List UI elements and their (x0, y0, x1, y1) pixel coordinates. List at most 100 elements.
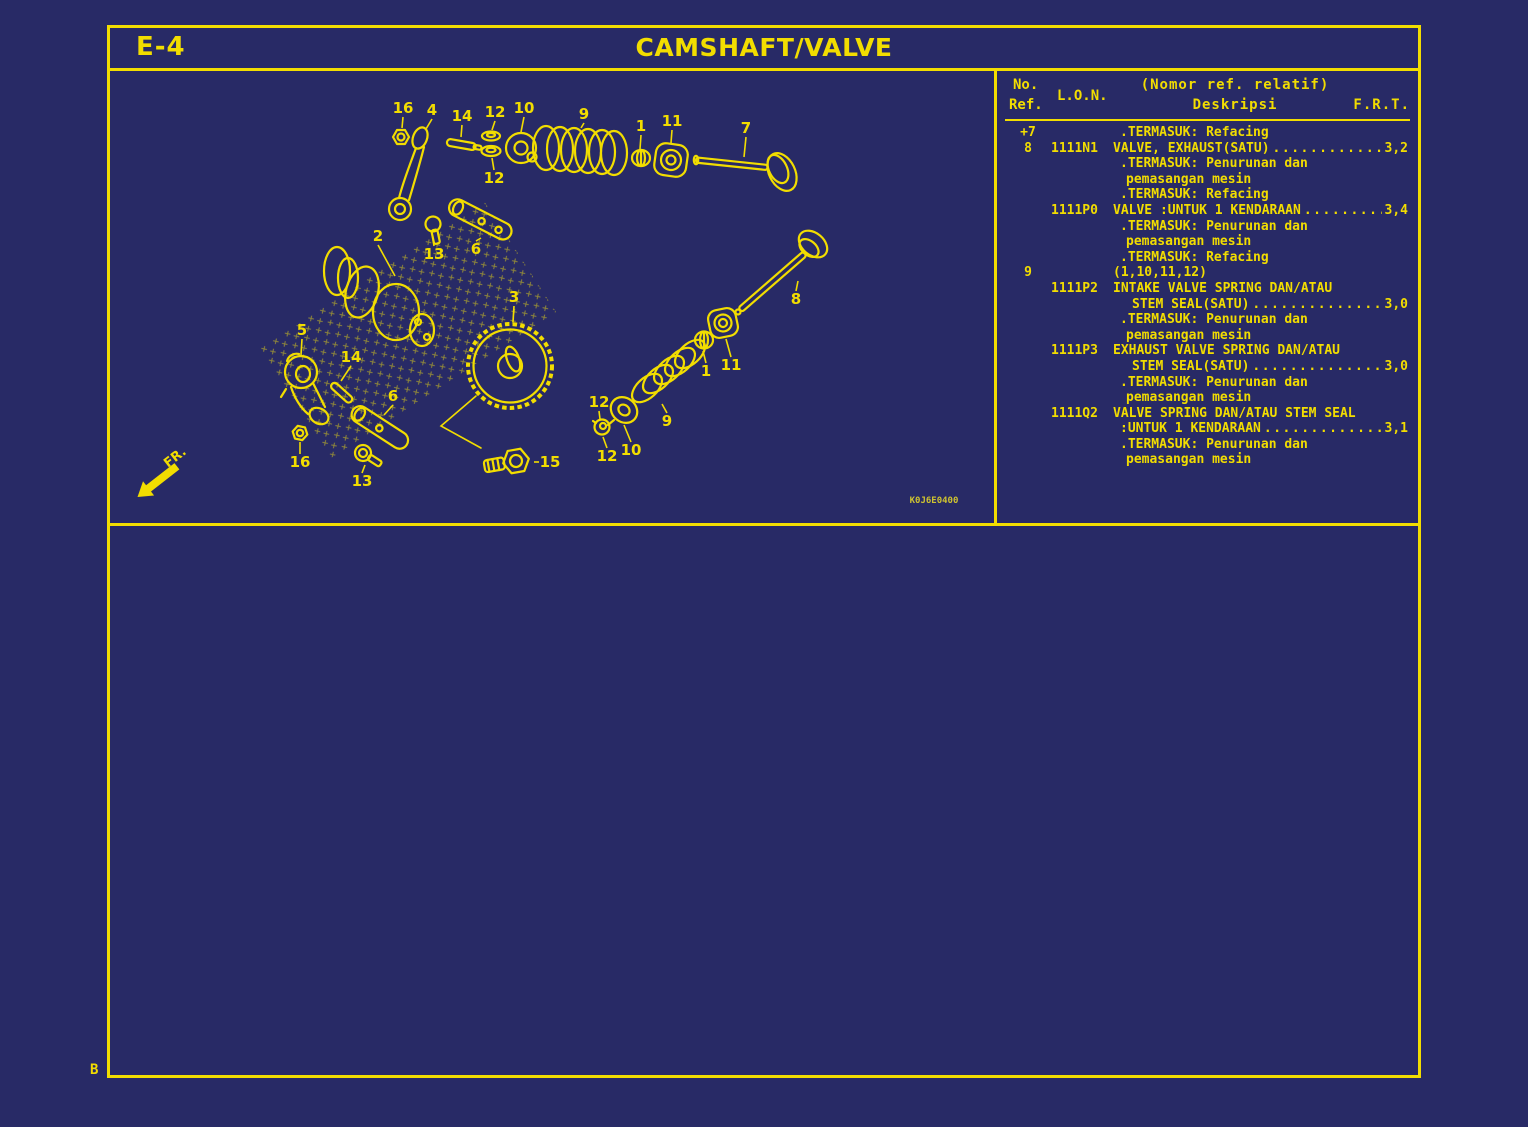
ref-no: 9 (1024, 265, 1032, 281)
part-number (1051, 375, 1113, 391)
callout-leader (491, 120, 496, 131)
valve-7 (692, 152, 798, 192)
callout-11[interactable]: 11 (662, 112, 683, 130)
spring-retainer-10-top (504, 131, 538, 165)
pin-14-bottom (330, 381, 354, 404)
callout-1[interactable]: 1 (636, 117, 646, 135)
dot-leader (1273, 141, 1382, 157)
description-text: pemasangan mesin (1126, 234, 1252, 250)
parts-row: pemasangan mesin (1005, 172, 1410, 188)
ref-no: +7 (1020, 125, 1036, 140)
dot-leader (1304, 203, 1382, 219)
callout-5[interactable]: 5 (297, 321, 307, 339)
description-cell: .TERMASUK: Penurunan dan (1113, 156, 1410, 172)
rocker-arm-4 (387, 126, 429, 222)
callout-1[interactable]: 1 (701, 362, 711, 380)
ref-no (1005, 156, 1051, 172)
parts-row[interactable]: 1111P2 INTAKE VALVE SPRING DAN/ATAU (1005, 281, 1410, 297)
description-cell: pemasangan mesin (1113, 390, 1410, 406)
part-number[interactable]: 1111Q2 (1051, 405, 1098, 421)
callout-12[interactable]: 12 (589, 393, 610, 411)
page-frame: E-4 CAMSHAFT/VALVE (107, 25, 1421, 1078)
description-cell: .TERMASUK: Penurunan dan (1113, 375, 1410, 391)
callout-13[interactable]: 13 (424, 245, 445, 263)
callout-4[interactable]: 4 (427, 101, 437, 119)
parts-row: pemasangan mesin (1005, 328, 1410, 344)
spring-seat-11-bottom (706, 306, 740, 340)
parts-row: .TERMASUK: Refacing (1005, 250, 1410, 266)
part-number[interactable]: 1111P0 (1051, 202, 1098, 218)
callout-15[interactable]: 15 (540, 453, 561, 471)
col-no: No. (1013, 77, 1039, 93)
part-number[interactable]: 1111P3 (1051, 343, 1098, 359)
ref-no (1005, 328, 1051, 344)
description-text: INTAKE VALVE SPRING DAN/ATAU (1113, 280, 1333, 296)
description-text: STEM SEAL(SATU) (1132, 296, 1250, 312)
callout-9[interactable]: 9 (662, 412, 672, 430)
callout-3[interactable]: 3 (509, 288, 519, 306)
rocker-shaft-6-top (447, 198, 513, 241)
stem-seal-12-bottom (591, 418, 611, 436)
frt-value: 3,0 (1384, 296, 1408, 312)
part-number[interactable]: 1111P2 (1051, 280, 1098, 296)
callout-14[interactable]: 14 (341, 348, 362, 366)
parts-row: pemasangan mesin (1005, 452, 1410, 468)
callout-12[interactable]: 12 (485, 103, 506, 121)
callout-12[interactable]: 12 (597, 447, 618, 465)
callout-leader (639, 134, 642, 150)
callout-13[interactable]: 13 (352, 472, 373, 490)
description-text: EXHAUST VALVE SPRING DAN/ATAU (1113, 343, 1340, 359)
callout-6[interactable]: 6 (388, 387, 398, 405)
callout-6[interactable]: 6 (471, 240, 481, 258)
parts-row: .TERMASUK: Refacing (1005, 187, 1410, 203)
callout-11[interactable]: 11 (721, 356, 742, 374)
callout-12[interactable]: 12 (484, 169, 505, 187)
description-text: STEM SEAL(SATU) (1132, 358, 1250, 374)
callout-8[interactable]: 8 (791, 290, 801, 308)
callout-10[interactable]: 10 (621, 441, 642, 459)
parts-row: pemasangan mesin (1005, 390, 1410, 406)
callout-leader (512, 305, 515, 323)
part-number (1051, 234, 1113, 250)
callout-leader (670, 129, 673, 144)
part-number[interactable]: 1111N1 (1051, 140, 1098, 156)
ref-no (1005, 343, 1051, 359)
description-text: VALVE :UNTUK 1 KENDARAAN (1113, 202, 1301, 218)
description-cell: (1,10,11,12) (1113, 265, 1410, 281)
dot-leader (1252, 297, 1381, 313)
callout-7[interactable]: 7 (741, 119, 751, 137)
description-cell: STEM SEAL(SATU) 3,0 (1113, 297, 1410, 313)
parts-row: .TERMASUK: Penurunan dan (1005, 375, 1410, 391)
callout-leader (743, 136, 747, 158)
callout-leader (460, 124, 463, 138)
parts-row[interactable]: 1111P3 EXHAUST VALVE SPRING DAN/ATAU (1005, 343, 1410, 359)
callout-2[interactable]: 2 (373, 227, 383, 245)
callout-14[interactable]: 14 (452, 107, 473, 125)
ref-no (1005, 203, 1051, 219)
callout-16[interactable]: 16 (393, 99, 414, 117)
description-text: (1,10,11,12) (1113, 265, 1207, 281)
ref-no (1005, 172, 1051, 188)
ref-no (1005, 297, 1051, 313)
callout-leader (725, 338, 732, 358)
page-title: CAMSHAFT/VALVE (635, 33, 893, 62)
page-code: E-4 (136, 32, 186, 62)
callout-leader (598, 410, 601, 420)
description-cell: INTAKE VALVE SPRING DAN/ATAU (1113, 281, 1410, 297)
callout-16[interactable]: 16 (290, 453, 311, 471)
ref-no (1005, 452, 1051, 468)
ref-no (1005, 390, 1051, 406)
callout-10[interactable]: 10 (514, 99, 535, 117)
col-desc-sub: (Nomor ref. relatif) (1140, 77, 1330, 93)
part-number (1051, 359, 1113, 375)
callout-9[interactable]: 9 (579, 105, 589, 123)
description-text: .TERMASUK: Penurunan dan (1120, 218, 1308, 234)
col-lon: L.O.N. (1057, 88, 1108, 104)
callout-leader (401, 116, 404, 129)
callout-leader (602, 436, 608, 449)
